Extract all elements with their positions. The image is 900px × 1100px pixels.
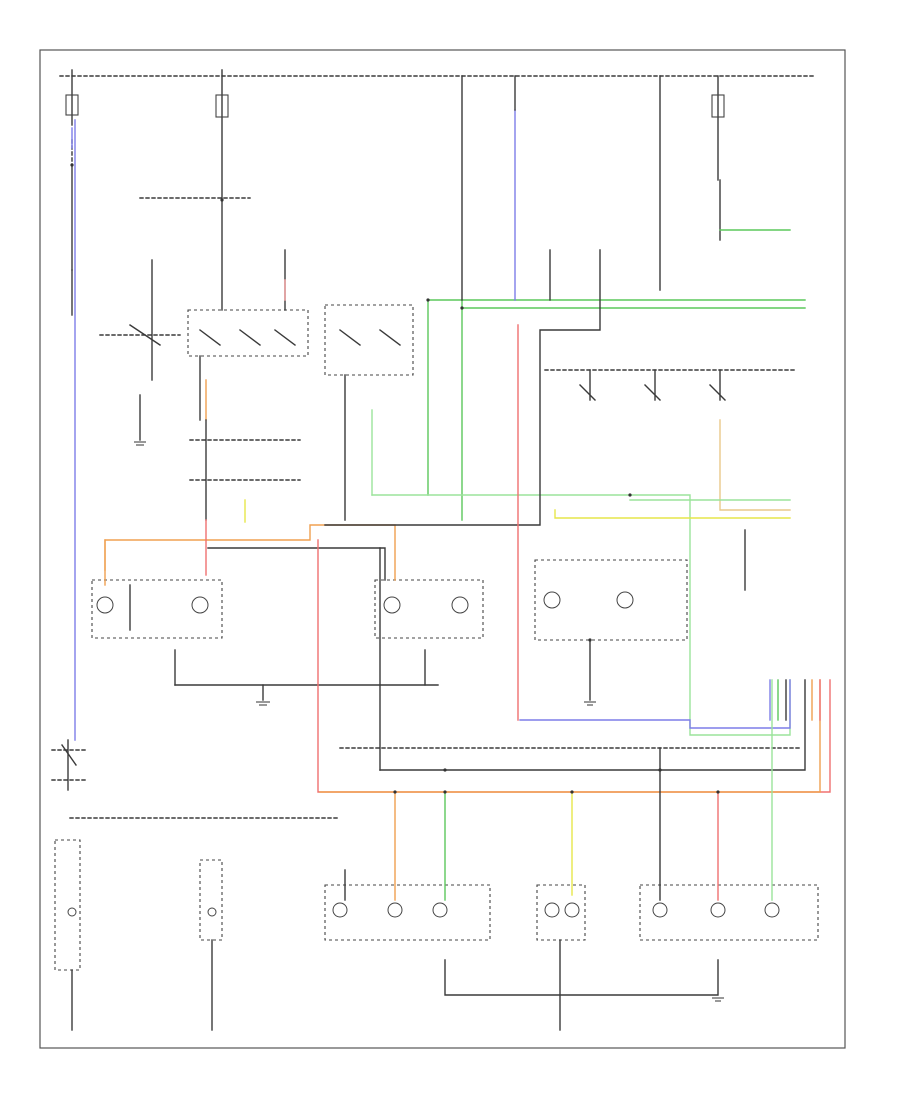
rear-black-bus [379,679,806,771]
front-ground-symbol [256,684,270,706]
bottom-left-component-b [199,859,223,1031]
bottom-left-component-a [54,839,81,1031]
yellow-wire-right [554,509,791,519]
headlamp-switch [99,259,181,446]
green-horizontal-bus-3 [371,494,791,736]
turn-signal-flasher [189,419,301,521]
left-fuse-feed [65,69,79,316]
tan-wire-right [719,419,791,511]
right-rear-lamp-assembly [639,679,819,941]
combination-switch [139,69,309,421]
rear-ground-symbol [712,997,724,1002]
right-front-lamp-assembly [374,579,484,686]
blue-wire-lower [519,679,791,729]
orange-rear-bus [319,679,821,793]
black-wire-front-bus [207,547,386,581]
diagram-border [39,49,846,1049]
left-front-lamp-assembly [91,579,223,686]
left-rear-lamp-assembly [324,791,491,941]
dimmer-switch [51,739,89,791]
splice-dots [70,163,720,794]
hazard-switch-center [324,304,414,521]
license-lamp [536,791,586,1031]
right-switches [579,369,726,401]
instrument-cluster [534,559,688,706]
rear-ground-bus [444,959,719,996]
rear-connector-stack [769,679,821,721]
right-upper-feeds [659,75,725,291]
orange-front-feed [104,524,396,581]
center-black-bus [324,249,601,526]
